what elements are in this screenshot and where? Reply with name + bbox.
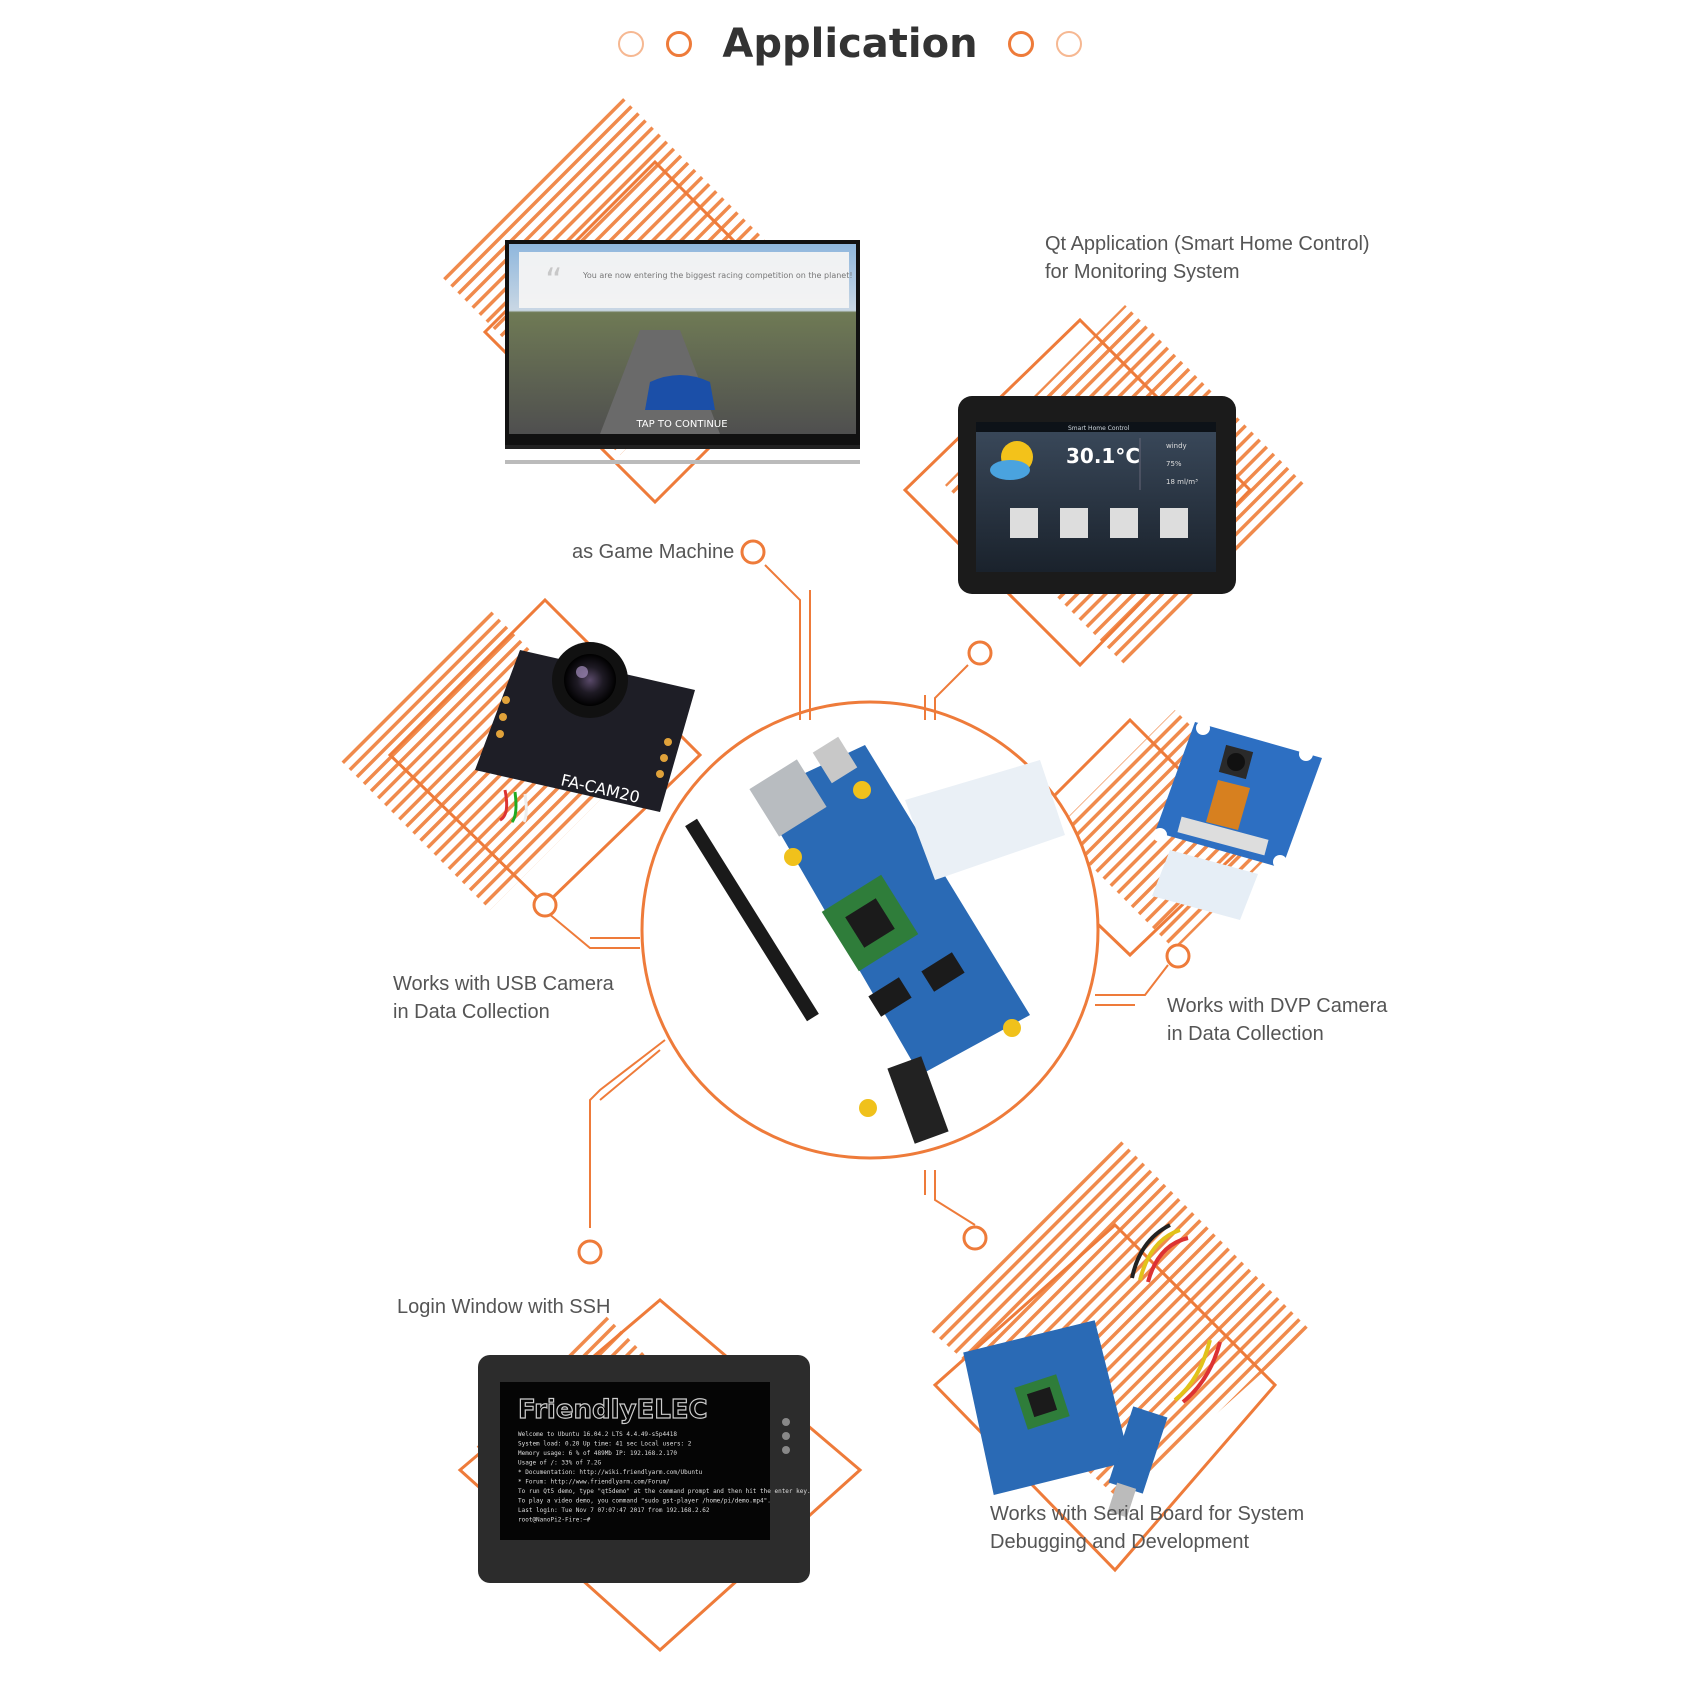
decor-ring-icon: [666, 31, 693, 57]
display-button-icon: [782, 1446, 790, 1454]
air-readout: 18 ml/m³: [1166, 478, 1198, 486]
device-icon: [1160, 508, 1188, 538]
terminal-line: To run Qt5 demo, type "qt5demo" at the c…: [518, 1488, 811, 1495]
game-tv: “ You are now entering the biggest racin…: [505, 240, 860, 464]
quote-mark-icon: “: [545, 261, 563, 301]
device-icon: [1110, 508, 1138, 538]
terminal-line: To play a video demo, you command "sudo …: [518, 1498, 771, 1505]
temperature-readout: 30.1°C: [1066, 444, 1140, 468]
terminal-line: * Forum: http://www.friendlyarm.com/Foru…: [518, 1479, 670, 1486]
ssh-terminal-display: FriendlyELEC Welcome to Ubuntu 16.04.2 L…: [478, 1355, 811, 1583]
terminal-output: Welcome to Ubuntu 16.04.2 LTS 4.4.49-s5p…: [518, 1431, 811, 1524]
label-usb-camera: Works with USB Camera in Data Collection: [393, 973, 614, 1023]
cloud-icon: [990, 460, 1030, 480]
decor-ring-icon: [1055, 31, 1082, 57]
nanopi-board: [685, 736, 1065, 1144]
game-quote: You are now entering the biggest racing …: [582, 271, 853, 280]
label-ssh-login: Login Window with SSH: [397, 1296, 611, 1318]
weather-readout: windy: [1166, 442, 1187, 450]
device-icon: [1060, 508, 1088, 538]
connector-lines: [547, 564, 1169, 1228]
device-icon: [1010, 508, 1038, 538]
terminal-line: root@NanoPi2-Fire:~#: [518, 1517, 591, 1524]
decor-ring-icon: [1007, 31, 1034, 57]
terminal-line: * Documentation: http://wiki.friendlyarm…: [518, 1469, 703, 1476]
smart-home-header: Smart Home Control: [1068, 425, 1130, 432]
usb-camera-module: FA-CAM20: [475, 642, 695, 823]
terminal-line: Usage of /: 33% of 7.2G: [518, 1460, 601, 1467]
dvp-camera-module: [1152, 721, 1322, 920]
terminal-line: Memory usage: 6 % of 489Mb IP: 192.168.2…: [518, 1450, 677, 1457]
connector-dots: [532, 539, 1191, 1265]
label-serial-board: Works with Serial Board for System Debug…: [990, 1503, 1305, 1553]
label-dvp-camera: Works with DVP Camera in Data Collection: [1167, 995, 1388, 1045]
decor-ring-icon: [618, 31, 645, 57]
page-title: Application: [722, 21, 978, 67]
terminal-line: Welcome to Ubuntu 16.04.2 LTS 4.4.49-s5p…: [518, 1431, 677, 1438]
terminal-line: Last login: Tue Nov 7 07:07:47 2017 from…: [518, 1507, 710, 1514]
display-button-icon: [782, 1432, 790, 1440]
label-game-machine: as Game Machine: [572, 541, 735, 563]
serial-debug-board: [963, 1223, 1222, 1518]
terminal-banner: FriendlyELEC: [518, 1395, 708, 1425]
humidity-readout: 75%: [1166, 460, 1182, 468]
smart-home-tablet: Smart Home Control 30.1°C windy 75% 18 m…: [958, 396, 1236, 594]
label-qt-application: Qt Application (Smart Home Control) for …: [1045, 233, 1370, 283]
tap-to-continue: TAP TO CONTINUE: [635, 419, 727, 430]
terminal-line: System load: 0.20 Up time: 41 sec Local …: [518, 1441, 692, 1448]
section-header: Application: [0, 14, 1700, 74]
display-button-icon: [782, 1418, 790, 1426]
